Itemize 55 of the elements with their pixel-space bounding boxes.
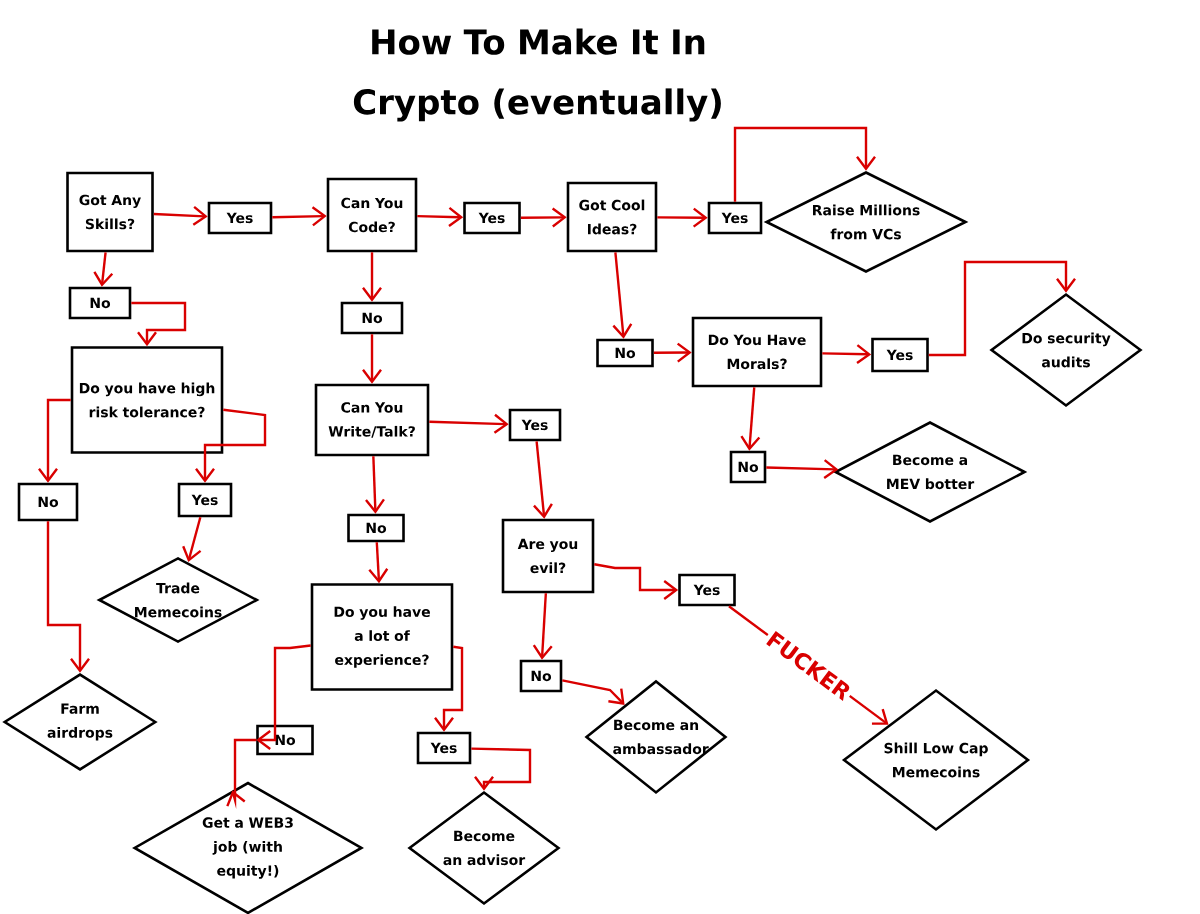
- question-box: Can You Code?: [326, 177, 418, 253]
- answer-box: Yes: [177, 482, 233, 518]
- arrow: [368, 542, 389, 584]
- arrow: [740, 387, 761, 451]
- arrow: [93, 252, 114, 287]
- arrow: [520, 207, 567, 228]
- answer-box: No: [519, 659, 563, 693]
- arrow: [822, 344, 872, 365]
- arrow: [612, 252, 633, 339]
- answer-box: Yes: [463, 201, 521, 235]
- question-box: Do you have a lot of experience?: [310, 583, 454, 691]
- arrow: [766, 459, 839, 480]
- title: How To Make It In Crypto (eventually): [353, 28, 721, 122]
- arrow: [195, 408, 267, 483]
- arrow: [362, 252, 382, 302]
- arrow: [429, 413, 509, 434]
- arrow: [365, 456, 385, 514]
- arrow: [928, 260, 1076, 357]
- arrow: [532, 593, 553, 660]
- arrow: [153, 205, 208, 226]
- answer-box: No: [17, 482, 79, 522]
- answer-box: Yes: [416, 731, 472, 765]
- arrow: [362, 334, 382, 384]
- arrow: [256, 644, 311, 750]
- answer-box: Yes: [207, 201, 273, 235]
- answer-box: No: [729, 450, 767, 484]
- question-box: Do you have high risk tolerance?: [70, 346, 224, 454]
- arrow: [417, 207, 464, 227]
- arrow: [471, 747, 532, 791]
- arrow: [434, 645, 464, 732]
- arrow: [131, 301, 187, 347]
- arrow: [533, 441, 553, 519]
- answer-box: No: [256, 724, 314, 756]
- question-box: Are you evil?: [501, 518, 595, 594]
- arrow: [38, 398, 71, 483]
- answer-box: No: [347, 513, 405, 543]
- answer-box: Yes: [871, 337, 929, 373]
- arrow: [657, 207, 708, 228]
- arrow: [733, 126, 876, 202]
- answer-box: Yes: [678, 573, 736, 607]
- answer-box: No: [68, 286, 132, 320]
- question-box: Do You Have Morals?: [691, 316, 823, 388]
- arrow: [562, 679, 625, 705]
- arrow: [46, 521, 90, 673]
- answer-box: Yes: [707, 201, 763, 235]
- answer-box: No: [596, 338, 654, 368]
- question-box: Got Cool Ideas?: [566, 181, 658, 253]
- question-box: Can You Write/Talk?: [314, 383, 430, 457]
- answer-box: Yes: [508, 408, 562, 442]
- arrow: [594, 563, 679, 600]
- arrow: [653, 342, 692, 363]
- arrow: [272, 206, 327, 227]
- arrow: [182, 516, 202, 563]
- question-box: Got Any Skills?: [66, 171, 154, 253]
- answer-box: No: [340, 301, 404, 335]
